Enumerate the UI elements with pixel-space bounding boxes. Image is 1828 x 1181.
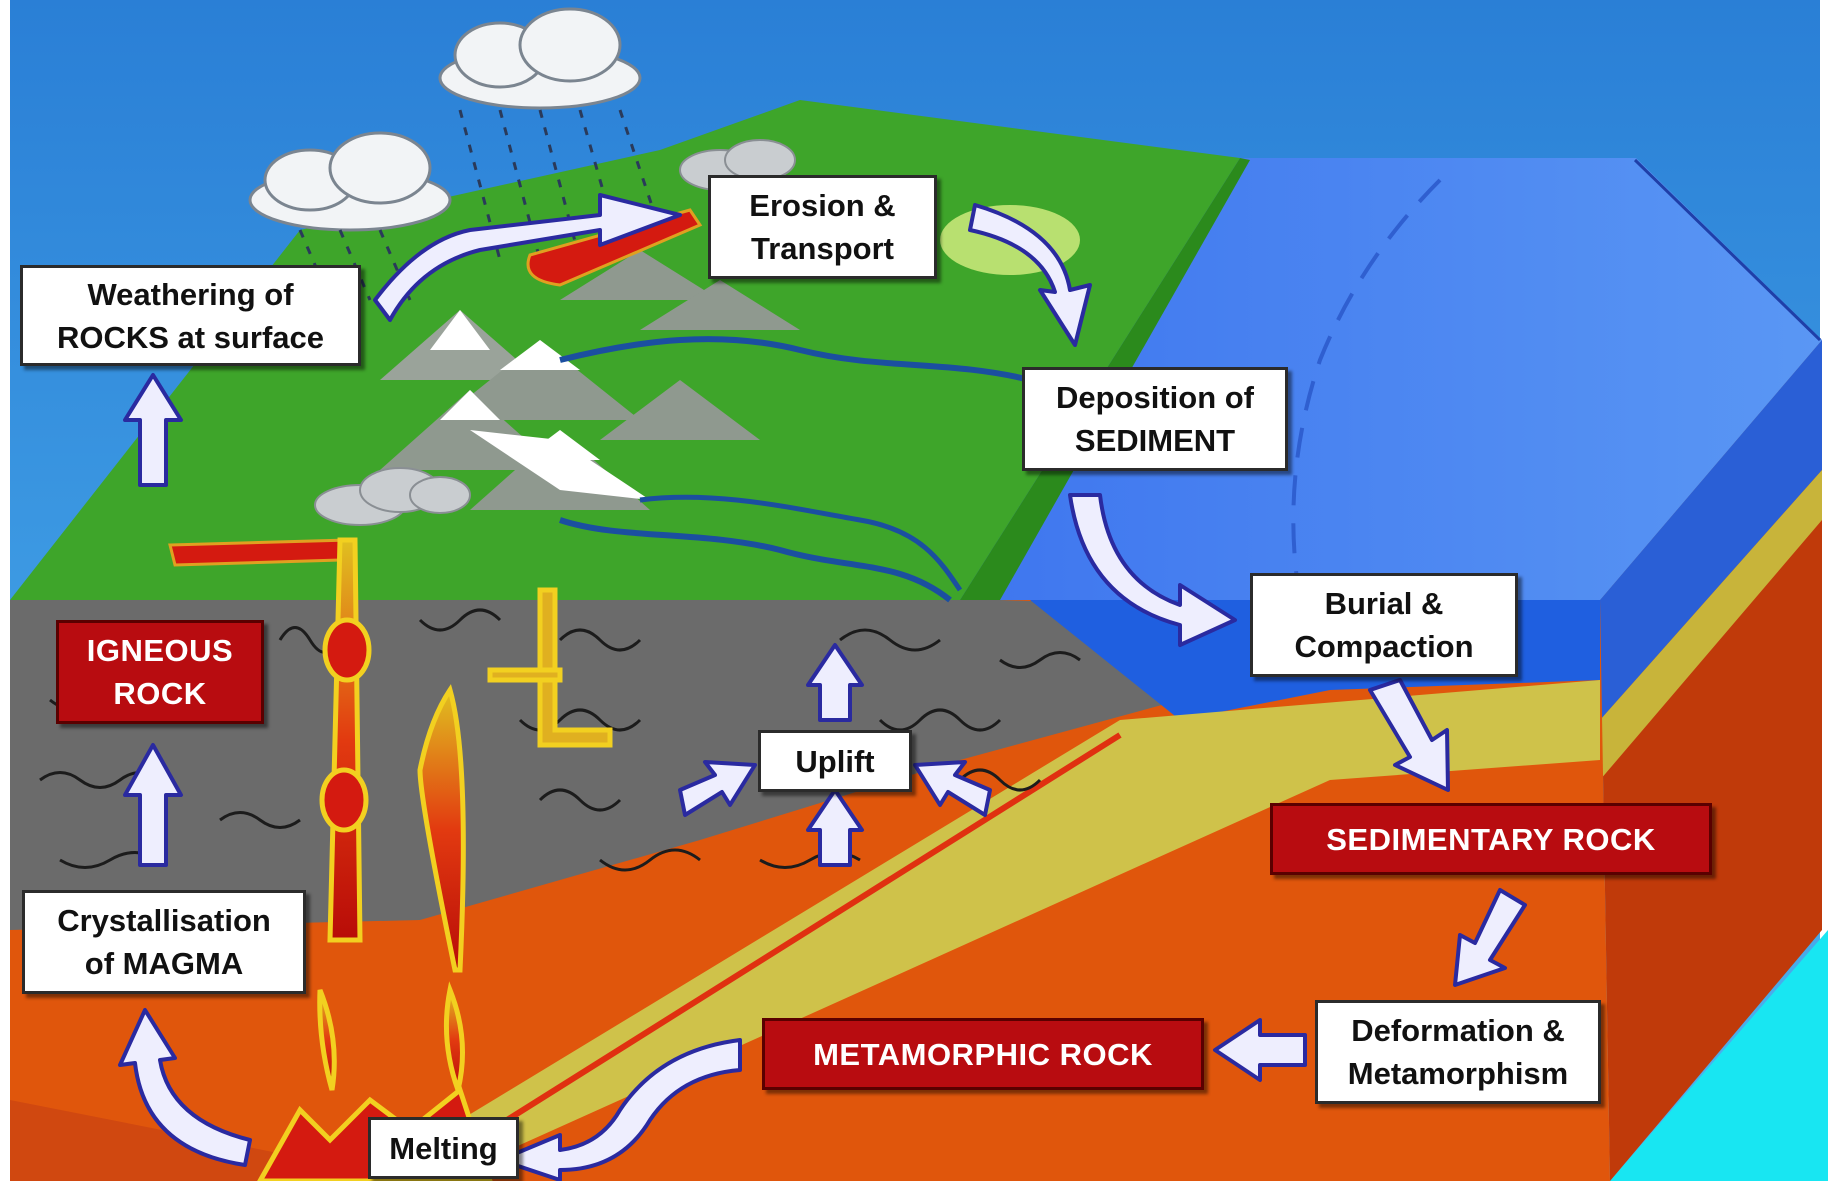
arrow-deposition-to-burial: [1070, 495, 1235, 645]
rock-metamorphic: METAMORPHIC ROCK: [762, 1018, 1204, 1090]
rock-igneous: IGNEOUS ROCK: [56, 620, 264, 724]
arrow-uplift-up-bottom: [808, 790, 862, 865]
label-deformation-line1: Deformation &: [1351, 1009, 1565, 1052]
label-deposition-line2: SEDIMENT: [1075, 419, 1235, 462]
label-deformation-line2: Metamorphism: [1348, 1052, 1568, 1095]
label-crystallisation: Crystallisation of MAGMA: [22, 890, 306, 994]
label-melting: Melting: [368, 1117, 519, 1179]
arrow-sedimentary-to-deformation: [1455, 890, 1525, 985]
label-weathering: Weathering of ROCKS at surface: [20, 265, 361, 366]
label-uplift-text: Uplift: [795, 740, 874, 783]
label-melting-text: Melting: [389, 1127, 498, 1170]
arrow-weathering-to-erosion: [375, 195, 680, 320]
arrow-deformation-to-metamorphic: [1215, 1020, 1305, 1080]
label-erosion-line2: Transport: [751, 227, 894, 270]
rock-metamorphic-text: METAMORPHIC ROCK: [813, 1033, 1153, 1076]
arrow-uplift-left: [680, 762, 755, 815]
label-weathering-line1: Weathering of: [87, 273, 293, 316]
arrow-melting-to-crystallisation: [120, 1010, 250, 1165]
label-uplift: Uplift: [758, 730, 912, 792]
label-burial-line1: Burial &: [1325, 582, 1444, 625]
arrow-metamorphic-to-melting: [500, 1040, 740, 1180]
label-deformation: Deformation & Metamorphism: [1315, 1000, 1601, 1104]
label-weathering-line2: ROCKS at surface: [57, 316, 324, 359]
rock-igneous-line1: IGNEOUS: [87, 629, 233, 672]
arrow-up-igneous: [125, 745, 181, 865]
label-crystallisation-line1: Crystallisation: [57, 899, 271, 942]
arrow-erosion-to-deposition: [970, 205, 1090, 345]
arrow-uplift-up-top: [808, 645, 862, 720]
label-erosion: Erosion & Transport: [708, 175, 937, 279]
rock-sedimentary-text: SEDIMENTARY ROCK: [1326, 818, 1656, 861]
label-deposition: Deposition of SEDIMENT: [1022, 367, 1288, 471]
arrow-burial-to-sedimentary: [1370, 680, 1448, 790]
arrow-uplift-right: [915, 762, 990, 815]
rock-sedimentary: SEDIMENTARY ROCK: [1270, 803, 1712, 875]
label-burial-line2: Compaction: [1294, 625, 1473, 668]
label-deposition-line1: Deposition of: [1056, 376, 1254, 419]
label-erosion-line1: Erosion &: [749, 184, 895, 227]
arrow-up-weathering: [125, 375, 181, 485]
rock-igneous-line2: ROCK: [113, 672, 206, 715]
label-burial: Burial & Compaction: [1250, 573, 1518, 677]
label-crystallisation-line2: of MAGMA: [85, 942, 243, 985]
